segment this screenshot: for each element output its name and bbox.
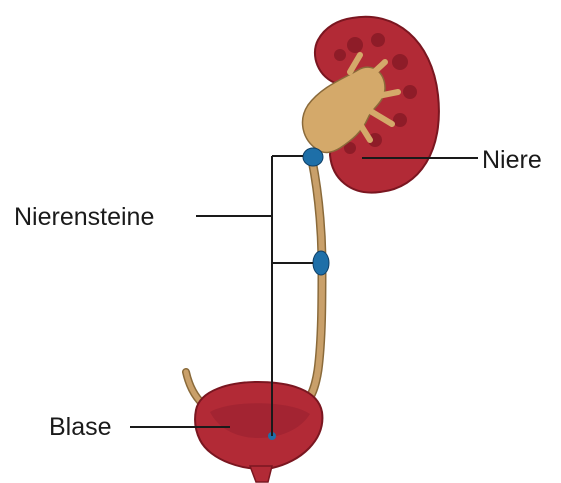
kidney-stones-label: Nierensteine [14, 205, 154, 230]
kidney-label: Niere [482, 148, 542, 173]
bladder-label: Blase [49, 415, 112, 440]
kidney-stone-icon [313, 251, 329, 275]
kidney-stone-icon [303, 148, 323, 166]
bladder-icon [195, 382, 322, 482]
